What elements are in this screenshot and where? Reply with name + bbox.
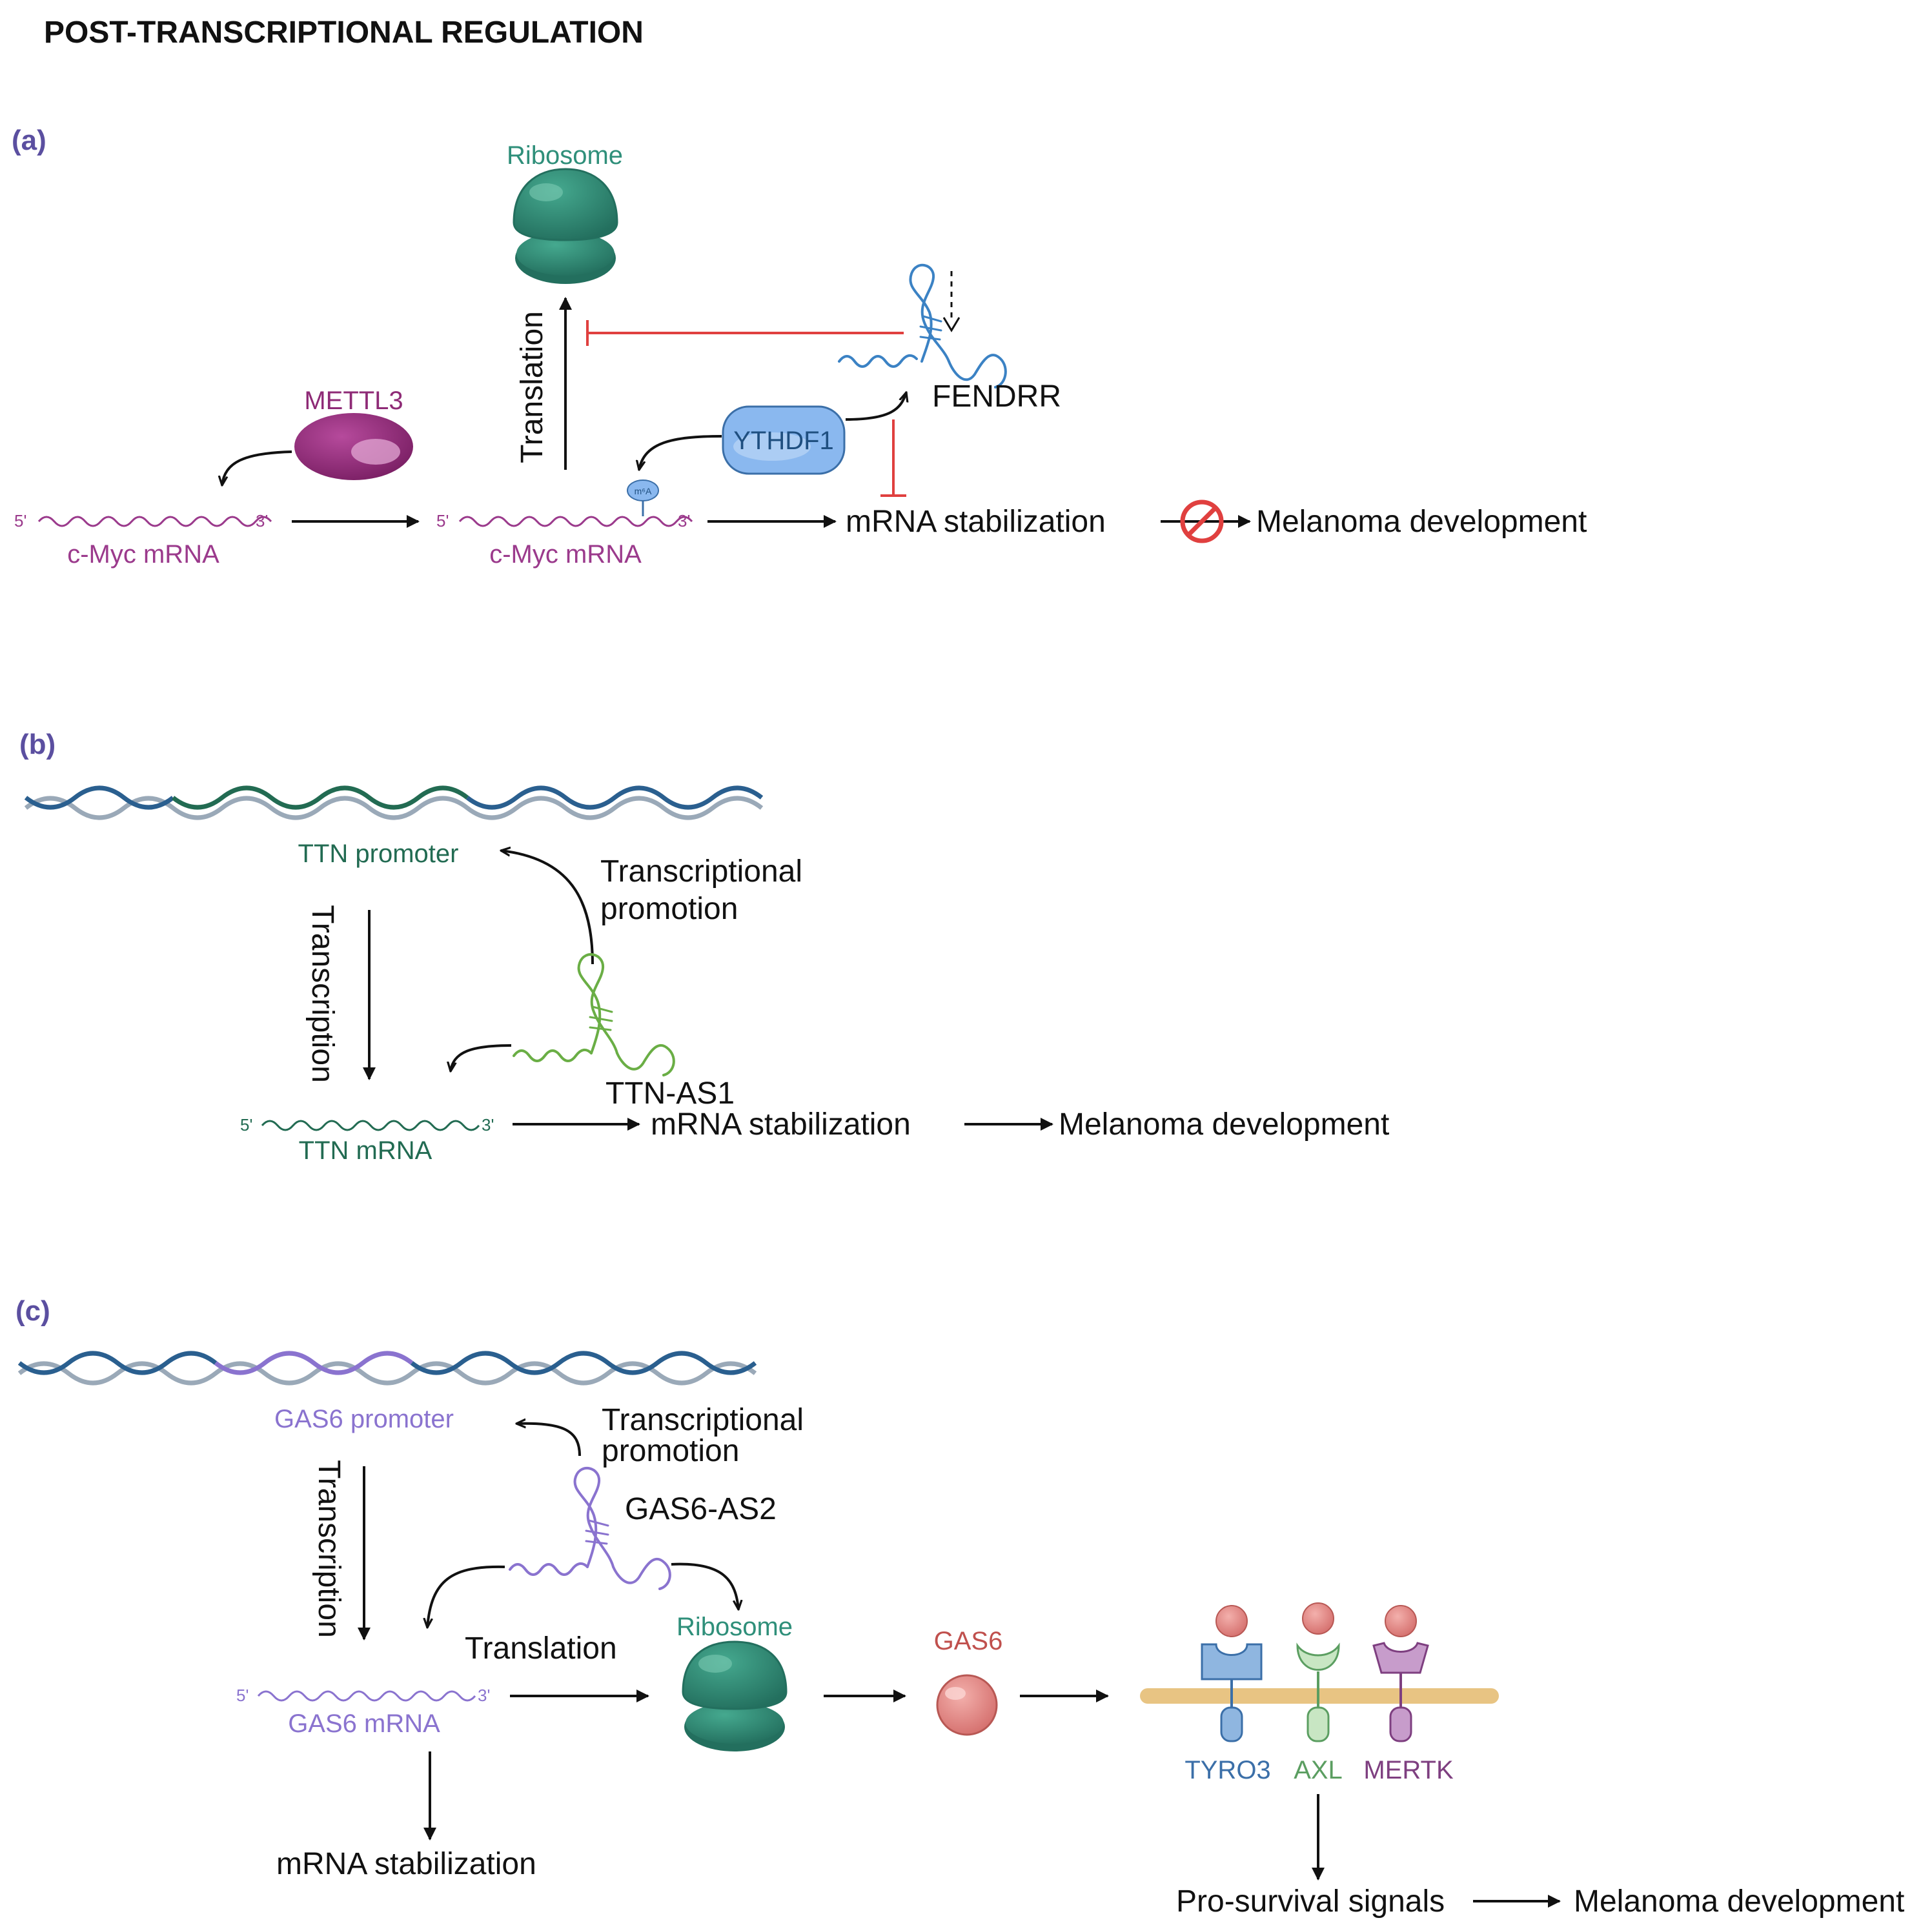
panel-c-label: (c) — [15, 1295, 50, 1327]
figure-title: POST-TRANSCRIPTIONAL REGULATION — [44, 15, 644, 50]
myc2-mrna-label: c-Myc mRNA — [489, 540, 642, 569]
ythdf1-label: YTHDF1 — [733, 427, 834, 455]
gas6-promoter-label: GAS6 promoter — [274, 1405, 454, 1433]
b-promotion-line2: promotion — [600, 892, 738, 926]
myc1-mrna-strand — [37, 516, 272, 527]
ttn-as1-lncrna-icon — [513, 953, 675, 1076]
gas6-as2-lncrna-icon — [509, 1467, 671, 1590]
panel-b: (b) TTN promoter Transcription Transcrip… — [19, 729, 1389, 1165]
mettl3-arrow — [222, 450, 292, 485]
b-promotion-line1: Transcriptional — [600, 854, 802, 889]
gas6-protein-icon — [936, 1674, 998, 1736]
mertk-label: MERTK — [1363, 1756, 1454, 1784]
fendrr-inhibits-translation — [586, 320, 904, 346]
b-outcome-label: Melanoma development — [1059, 1107, 1389, 1142]
ythdf1-to-mrna-arrow — [639, 435, 722, 470]
gas6-three-prime: 3' — [478, 1686, 490, 1705]
ttn-mrna-strand — [261, 1120, 480, 1131]
fendrr-inhibits-ythdf1 — [880, 419, 906, 497]
ttn-promoter-label: TTN promoter — [298, 840, 459, 868]
ribosome-icon — [513, 168, 618, 284]
c-translation-label: Translation — [465, 1631, 617, 1666]
myc2-five-prime: 5' — [436, 511, 449, 530]
mettl3-icon — [294, 413, 413, 480]
a-outcome-label: Melanoma development — [1256, 505, 1587, 539]
gas6-as2-to-mrna-arrow — [427, 1565, 505, 1628]
c-promotion-line1: Transcriptional — [602, 1403, 804, 1437]
c-stabilization-label: mRNA stabilization — [276, 1847, 536, 1881]
fendrr-lncrna-icon — [838, 263, 1007, 388]
gas6-mrna-label: GAS6 mRNA — [288, 1710, 440, 1738]
a-stabilization-label: mRNA stabilization — [846, 505, 1106, 539]
m6a-mark-icon: m⁶A — [627, 479, 659, 516]
panel-a-label: (a) — [12, 125, 46, 156]
ttn-dna-helix — [24, 785, 764, 820]
gas6-five-prime: 5' — [236, 1686, 249, 1705]
c-transcription-label: Transcription — [312, 1460, 346, 1638]
ythdf1-to-fendrr-arrow — [845, 392, 906, 421]
gas6-mrna-strand — [257, 1690, 476, 1702]
tyro3-receptor-icon — [1201, 1605, 1263, 1742]
myc2-mrna-strand — [458, 516, 693, 527]
panel-a: (a) Ribosome Translation METTL3 5' 3' c-… — [12, 125, 1587, 569]
c-promotion-arrow — [516, 1424, 581, 1457]
no-entry-icon — [1180, 499, 1224, 543]
ttn-as1-to-mrna-arrow — [451, 1044, 512, 1071]
axl-receptor-icon — [1296, 1602, 1340, 1742]
ythdf1-icon — [722, 405, 846, 475]
ttn-as1-label: TTN-AS1 — [605, 1076, 735, 1111]
panel-b-label: (b) — [19, 729, 56, 760]
panel-c: (c) GAS6 promoter Transcription Transcri… — [15, 1295, 1904, 1919]
b-promotion-arrow — [501, 851, 594, 965]
ttn-mrna-label: TTN mRNA — [299, 1136, 432, 1165]
myc2-three-prime: 3' — [678, 511, 690, 530]
c-promotion-line2: promotion — [602, 1434, 739, 1468]
c-ribosome-label: Ribosome — [676, 1613, 793, 1641]
pro-survival-label: Pro-survival signals — [1176, 1884, 1445, 1919]
ttn-three-prime: 3' — [482, 1115, 494, 1135]
c-ribosome-icon — [682, 1640, 788, 1751]
ttn-five-prime: 5' — [240, 1115, 252, 1135]
myc1-three-prime: 3' — [256, 511, 268, 530]
b-transcription-label: Transcription — [305, 905, 340, 1083]
myc1-mrna-label: c-Myc mRNA — [67, 540, 219, 569]
b-stabilization-label: mRNA stabilization — [651, 1107, 911, 1142]
c-outcome-label: Melanoma development — [1574, 1884, 1904, 1919]
gas6-as2-label: GAS6-AS2 — [625, 1492, 777, 1526]
mertk-receptor-icon — [1372, 1605, 1429, 1742]
fendrr-label: FENDRR — [932, 379, 1061, 414]
axl-label: AXL — [1294, 1756, 1343, 1784]
mettl3-label: METTL3 — [304, 387, 403, 415]
gas6-protein-label: GAS6 — [934, 1627, 1003, 1655]
m6a-label: m⁶A — [635, 486, 652, 496]
translation-label: Translation — [515, 311, 549, 463]
fendrr-dashed-arrowhead — [942, 317, 961, 332]
gas6-dna-helix — [17, 1351, 757, 1386]
myc1-five-prime: 5' — [14, 511, 26, 530]
gas6-as2-to-ribosome-arrow — [671, 1562, 738, 1609]
ribosome-label: Ribosome — [507, 141, 623, 170]
tyro3-label: TYRO3 — [1185, 1756, 1270, 1784]
